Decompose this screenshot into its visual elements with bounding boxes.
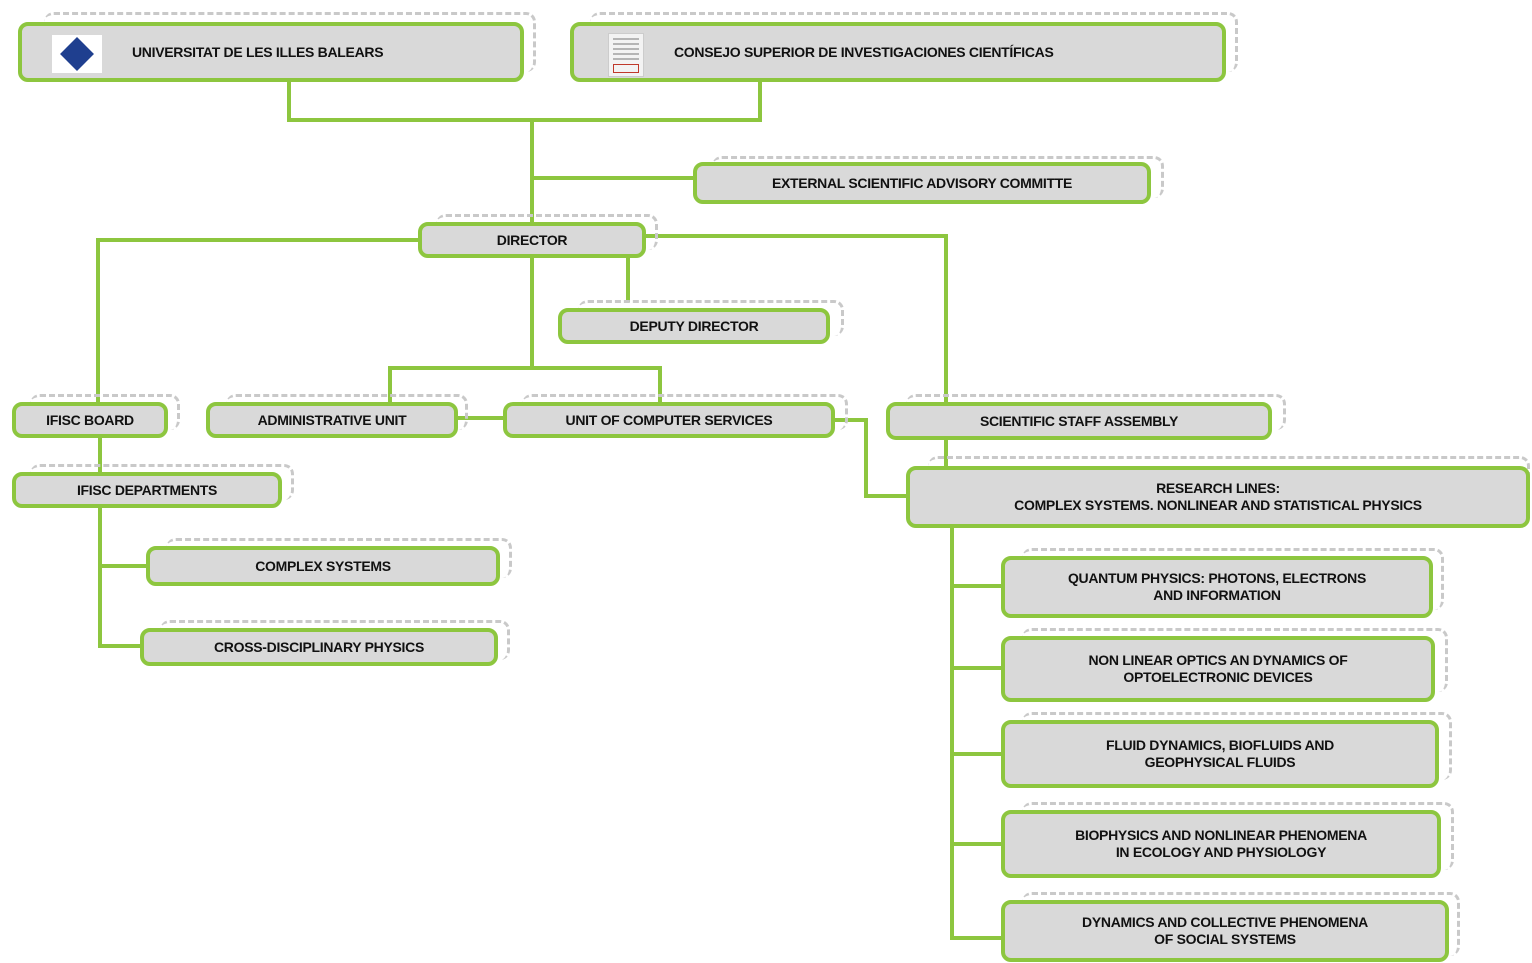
- connector-units: [388, 366, 662, 406]
- node-computer-label: UNIT OF COMPUTER SERVICES: [565, 411, 773, 428]
- node-director-label: DIRECTOR: [496, 231, 568, 248]
- node-deputy-label: DEPUTY DIRECTOR: [629, 317, 759, 334]
- node-cross-disciplinary-label: CROSS-DISCIPLINARY PHYSICS: [213, 638, 424, 655]
- shadow-decoration: [522, 394, 848, 430]
- node-departments: IFISC DEPARTMENTS: [12, 472, 282, 508]
- node-csic-label: CONSEJO SUPERIOR DE INVESTIGACIONES CIEN…: [674, 43, 1054, 60]
- shadow-decoration: [1022, 548, 1444, 610]
- shadow-decoration: [226, 394, 468, 430]
- node-biophysics-line1: BIOPHYSICS AND NONLINEAR PHENOMENA: [1075, 827, 1367, 843]
- connector-uib: [287, 78, 534, 122]
- node-research-lines: RESEARCH LINES: COMPLEX SYSTEMS. NONLINE…: [906, 466, 1530, 528]
- shadow-decoration: [590, 12, 1238, 72]
- node-assembly: SCIENTIFIC STAFF ASSEMBLY: [886, 402, 1272, 440]
- shadow-decoration: [30, 464, 294, 500]
- node-quantum-physics: QUANTUM PHYSICS: PHOTONS, ELECTRONS AND …: [1001, 556, 1433, 618]
- connector-csic: [530, 78, 762, 122]
- node-board-label: IFISC BOARD: [46, 411, 134, 428]
- shadow-decoration: [166, 538, 512, 578]
- shadow-decoration: [30, 394, 180, 430]
- connector-departments-tree: [98, 506, 144, 648]
- shadow-decoration: [712, 156, 1164, 198]
- connector-assembly: [642, 234, 948, 404]
- node-nonlinear-optics-line2: OPTOELECTRONIC DEVICES: [1123, 669, 1313, 685]
- shadow-decoration: [1022, 712, 1452, 780]
- node-social-systems-line1: DYNAMICS AND COLLECTIVE PHENOMENA: [1082, 914, 1368, 930]
- node-fluid-dynamics: FLUID DYNAMICS, BIOFLUIDS AND GEOPHYSICA…: [1001, 720, 1439, 788]
- node-advisory-label: EXTERNAL SCIENTIFIC ADVISORY COMMITTE: [771, 174, 1073, 191]
- node-quantum-physics-line1: QUANTUM PHYSICS: PHOTONS, ELECTRONS: [1067, 570, 1367, 586]
- node-computer: UNIT OF COMPUTER SERVICES: [503, 402, 835, 438]
- shadow-decoration: [578, 300, 844, 336]
- node-assembly-label: SCIENTIFIC STAFF ASSEMBLY: [979, 412, 1179, 429]
- node-complex-systems: COMPLEX SYSTEMS: [146, 546, 500, 586]
- csic-logo-icon: [608, 33, 644, 77]
- node-deputy: DEPUTY DIRECTOR: [558, 308, 830, 344]
- node-nonlinear-optics-line1: NON LINEAR OPTICS AN DYNAMICS OF: [1088, 652, 1348, 668]
- node-director: DIRECTOR: [418, 222, 646, 258]
- node-social-systems-line2: OF SOCIAL SYSTEMS: [1154, 931, 1296, 947]
- node-fluid-dynamics-line2: GEOPHYSICAL FLUIDS: [1144, 754, 1296, 770]
- node-advisory: EXTERNAL SCIENTIFIC ADVISORY COMMITTE: [693, 162, 1151, 204]
- shadow-decoration: [436, 214, 658, 250]
- node-admin-label: ADMINISTRATIVE UNIT: [257, 411, 407, 428]
- node-nonlinear-optics: NON LINEAR OPTICS AN DYNAMICS OF OPTOELE…: [1001, 636, 1435, 702]
- connector-board: [96, 238, 420, 408]
- node-uib-label: UNIVERSITAT DE LES ILLES BALEARS: [132, 43, 384, 60]
- node-biophysics-line2: IN ECOLOGY AND PHYSIOLOGY: [1115, 844, 1327, 860]
- node-admin: ADMINISTRATIVE UNIT: [206, 402, 458, 438]
- node-social-systems: DYNAMICS AND COLLECTIVE PHENOMENA OF SOC…: [1001, 900, 1449, 962]
- shadow-decoration: [44, 12, 536, 72]
- node-fluid-dynamics-line1: FLUID DYNAMICS, BIOFLUIDS AND: [1106, 737, 1334, 753]
- uib-logo-icon: [52, 35, 102, 73]
- shadow-decoration: [1022, 802, 1454, 870]
- node-cross-disciplinary: CROSS-DISCIPLINARY PHYSICS: [140, 628, 498, 666]
- shadow-decoration: [1022, 628, 1448, 692]
- node-research-lines-subtitle: COMPLEX SYSTEMS. NONLINEAR AND STATISTIC…: [1014, 497, 1422, 513]
- node-quantum-physics-line2: AND INFORMATION: [1153, 587, 1281, 603]
- node-csic: CONSEJO SUPERIOR DE INVESTIGACIONES CIEN…: [570, 22, 1226, 82]
- connector-computer-research: [832, 418, 910, 498]
- node-departments-label: IFISC DEPARTMENTS: [76, 481, 218, 498]
- node-complex-systems-label: COMPLEX SYSTEMS: [255, 557, 391, 574]
- node-uib: UNIVERSITAT DE LES ILLES BALEARS: [18, 22, 524, 82]
- node-biophysics: BIOPHYSICS AND NONLINEAR PHENOMENA IN EC…: [1001, 810, 1441, 878]
- shadow-decoration: [1022, 892, 1460, 956]
- node-research-lines-title: RESEARCH LINES:: [1156, 480, 1280, 496]
- node-board: IFISC BOARD: [12, 402, 168, 438]
- shadow-decoration: [160, 620, 510, 660]
- shadow-decoration: [906, 394, 1286, 430]
